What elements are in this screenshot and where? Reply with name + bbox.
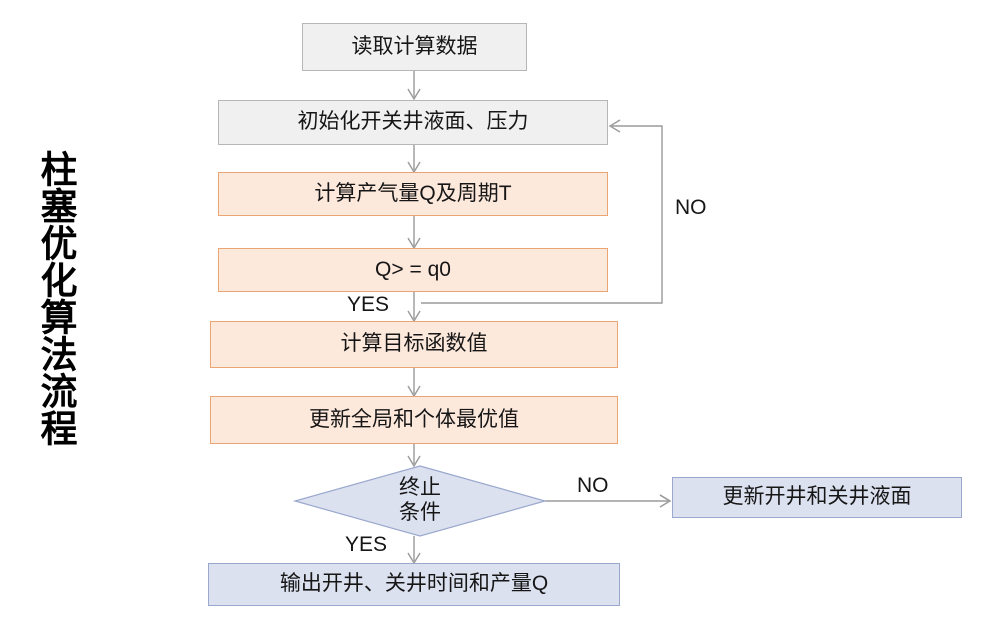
node-stop-condition-line2: 条件	[399, 501, 441, 524]
node-compare-q-label: Q> = q0	[375, 257, 451, 281]
edge-label-compare-yes: YES	[347, 293, 390, 316]
node-stop-condition[interactable]: 终止 条件	[292, 465, 548, 537]
node-calc-gas-and-cycle-label: 计算产气量Q及周期T	[314, 181, 512, 205]
node-output[interactable]: 输出开井、关井时间和产量Q	[208, 563, 620, 606]
node-init-label: 初始化开关井液面、压力	[297, 110, 529, 134]
node-calc-objective[interactable]: 计算目标函数值	[210, 321, 618, 368]
node-update-best[interactable]: 更新全局和个体最优值	[210, 396, 618, 444]
edge-label-stop-yes: YES	[345, 533, 388, 556]
node-init[interactable]: 初始化开关井液面、压力	[218, 100, 608, 145]
node-update-best-label: 更新全局和个体最优值	[309, 407, 519, 431]
node-output-label: 输出开井、关井时间和产量Q	[279, 572, 549, 596]
node-calc-gas-and-cycle[interactable]: 计算产气量Q及周期T	[218, 172, 608, 216]
node-read-data-label: 读取计算数据	[351, 34, 478, 58]
node-calc-objective-label: 计算目标函数值	[340, 332, 488, 356]
vertical-figure-title: 柱塞优化算法流程	[35, 150, 76, 446]
edge-label-loop-no: NO	[675, 196, 707, 219]
node-read-data[interactable]: 读取计算数据	[302, 23, 527, 71]
node-update-levels-label: 更新开井和关井液面	[722, 485, 912, 509]
node-stop-condition-label: 终止 条件	[295, 466, 545, 536]
node-stop-condition-line1: 终止	[399, 476, 441, 500]
diamond-shape	[292, 465, 548, 537]
edge-label-stop-no: NO	[577, 474, 609, 497]
node-update-levels[interactable]: 更新开井和关井液面	[672, 477, 962, 518]
node-compare-q[interactable]: Q> = q0	[218, 248, 608, 292]
